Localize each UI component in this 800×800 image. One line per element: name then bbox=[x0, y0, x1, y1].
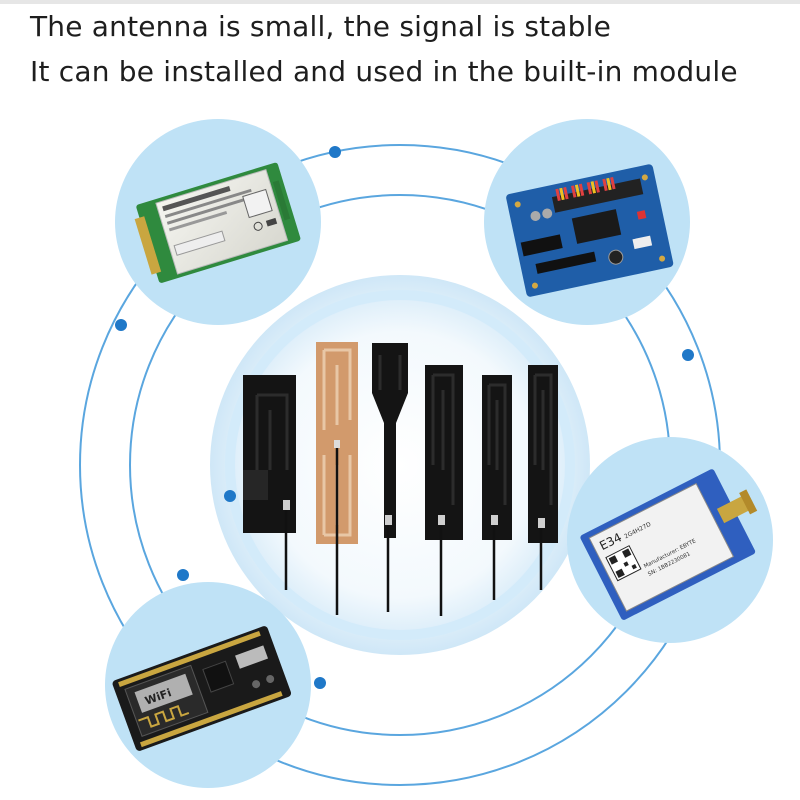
antenna-black-slim-1 bbox=[425, 365, 463, 616]
dot-4 bbox=[224, 490, 236, 502]
headline-line-2: It can be installed and used in the buil… bbox=[30, 55, 738, 88]
dot-3 bbox=[682, 349, 694, 361]
antenna-group bbox=[243, 342, 558, 616]
msata-ssd-image bbox=[134, 162, 301, 283]
antenna-black-slim-3 bbox=[528, 365, 558, 590]
antenna-black-tapered bbox=[372, 343, 408, 612]
antenna-black-wide bbox=[243, 375, 296, 590]
top-border bbox=[0, 0, 800, 4]
antenna-black-slim-2 bbox=[482, 375, 512, 600]
lora-module-image: E34 2G4H27D Manufacturer: EBYTE SN: 1BB2… bbox=[580, 469, 758, 620]
dot-5 bbox=[177, 569, 189, 581]
nodemcu-board-image: WiFi bbox=[112, 626, 292, 751]
dot-6 bbox=[314, 677, 326, 689]
orbit-dots bbox=[115, 146, 694, 689]
antenna-copper-fpc bbox=[316, 342, 358, 615]
headline-line-1: The antenna is small, the signal is stab… bbox=[30, 10, 612, 43]
shield-board-image bbox=[506, 164, 674, 297]
dot-2 bbox=[115, 319, 127, 331]
dot-1 bbox=[329, 146, 341, 158]
